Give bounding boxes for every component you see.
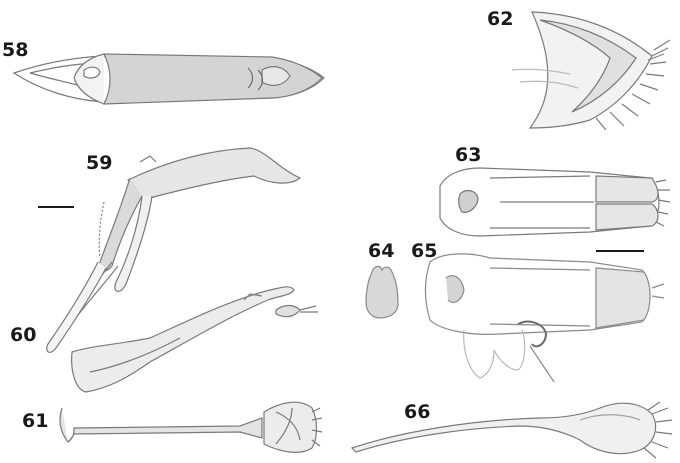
figure-label-60: 60 (10, 324, 37, 346)
figure-label-61: 61 (22, 410, 49, 432)
fig-64-small-sclerite (365, 265, 399, 319)
fig-65-segment-lateral (424, 253, 665, 383)
figure-label-62: 62 (487, 8, 514, 30)
fig-59-aedeagus-lateral (46, 147, 302, 353)
figure-label-65: 65 (411, 240, 438, 262)
fig-61-sclerite-ventral (59, 401, 323, 453)
figure-label-59: 59 (86, 152, 113, 174)
fig-62-sternite (511, 11, 671, 131)
fig-60-sclerite (71, 286, 318, 393)
figure-label-58: 58 (2, 39, 29, 61)
fig-66-stalked-structure (350, 401, 673, 459)
figure-label-66: 66 (404, 401, 431, 423)
fig-63-segment-dorsal (439, 167, 671, 237)
figure-label-63: 63 (455, 144, 482, 166)
fig-58-aedeagus-dorsal (12, 53, 325, 105)
figure-label-64: 64 (368, 240, 395, 262)
